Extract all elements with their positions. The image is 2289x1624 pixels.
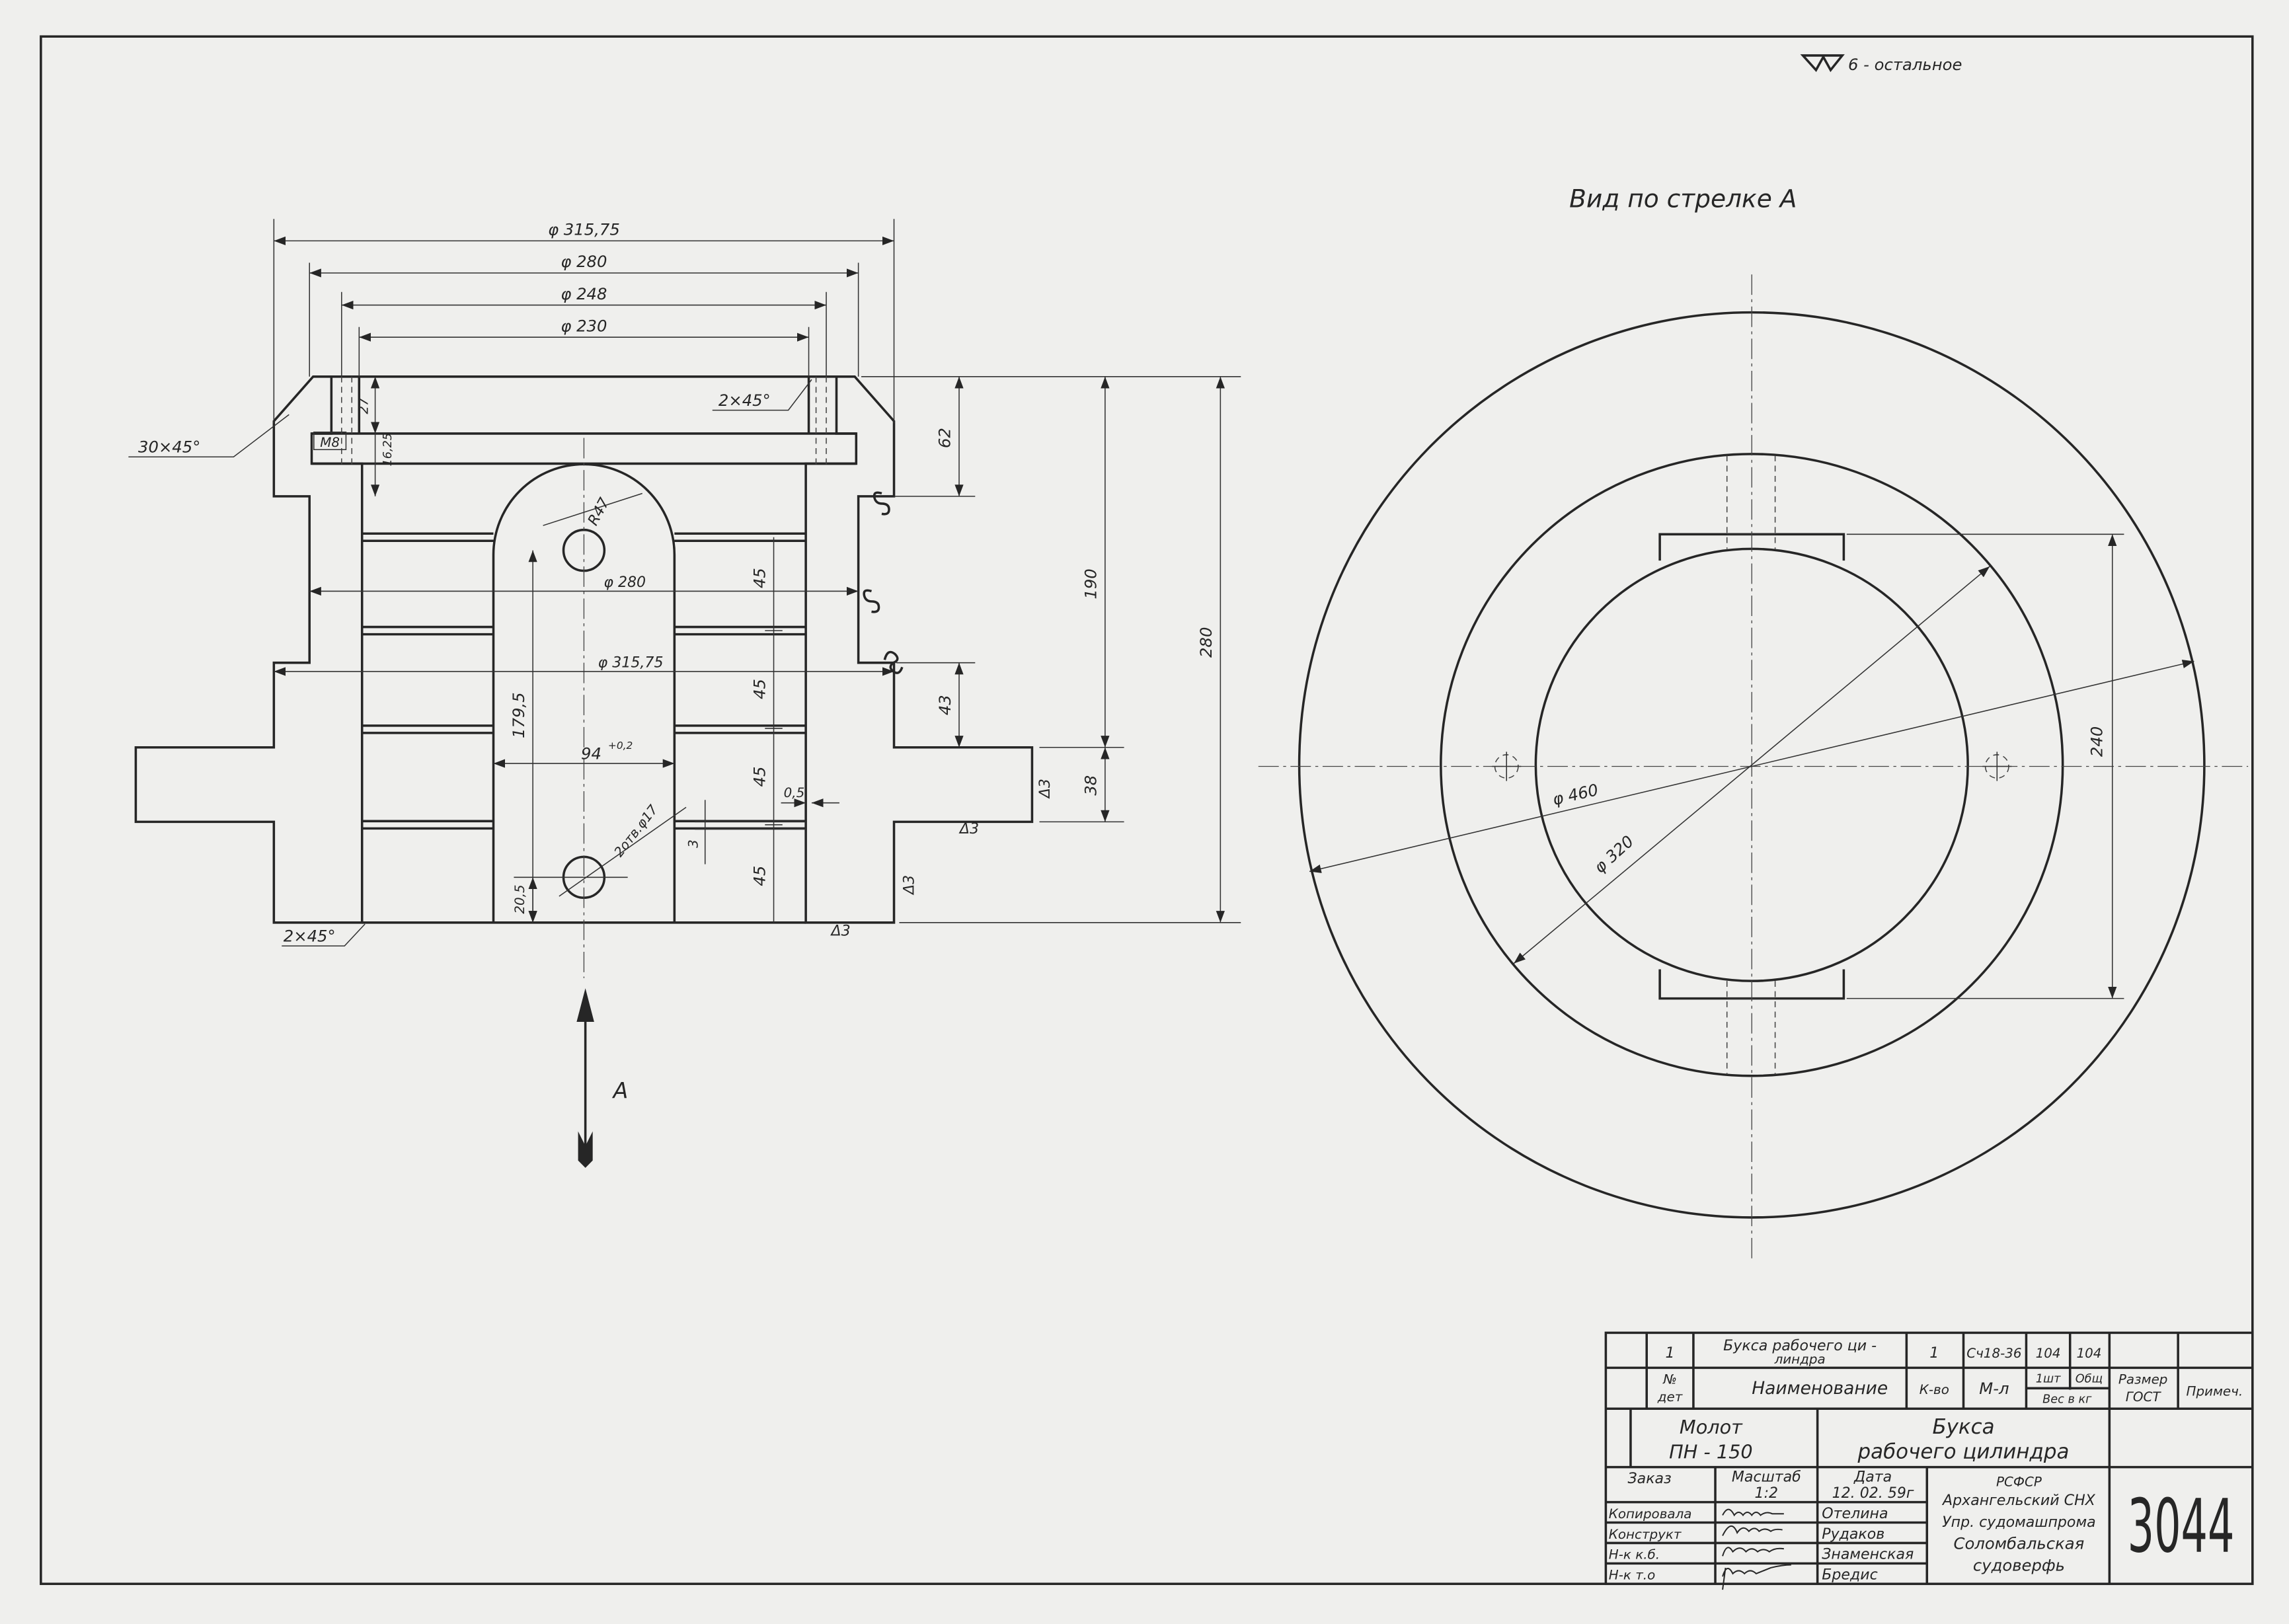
- dim-ring-depth: 0,5: [784, 785, 805, 800]
- scale-label: Масштаб: [1732, 1469, 1801, 1486]
- spec-pos: 1: [1666, 1345, 1675, 1362]
- surface-finish-text: 6 - остальное: [1848, 55, 1962, 74]
- finish-mark-2: Δ3: [958, 821, 979, 837]
- view-title: Вид по стрелке А: [1569, 184, 1797, 213]
- hdr-size-2: ГОСТ: [2126, 1389, 2162, 1405]
- org-5: судоверфь: [1973, 1555, 2065, 1574]
- dim-h-190: 190: [1081, 568, 1101, 599]
- hdr-weight: Вес в кг: [2042, 1393, 2092, 1406]
- ring-groove: [362, 625, 494, 636]
- dim-h-43: 43: [935, 695, 954, 715]
- dim-groove: 16,25: [381, 433, 395, 467]
- view-a: Вид по стрелке А: [1258, 184, 2249, 1258]
- spec-weight-one: 104: [2036, 1346, 2061, 1361]
- spec-name: Букса рабочего ци -: [1723, 1338, 1877, 1354]
- spec-weight-total: 104: [2076, 1346, 2101, 1361]
- dim-thread: M8: [320, 435, 340, 450]
- surface-roughness-double-triangle-icon: [1800, 54, 1845, 73]
- spec-name-2: линдра: [1774, 1352, 1826, 1367]
- surface-mark-icons: [863, 491, 904, 674]
- title-block-text: 1 Букса рабочего ци -линдра 1 Сч18-36 104 104…: [1609, 1338, 2243, 1584]
- order-label: Заказ: [1628, 1471, 1672, 1487]
- ring-groove: [362, 820, 494, 830]
- dim-pitch-1: 45: [750, 568, 769, 588]
- dim-dia-315-mid: φ 315,75: [598, 654, 664, 671]
- machine-2: ПН - 150: [1669, 1440, 1753, 1463]
- finish-mark-3: Δ3: [902, 875, 918, 896]
- dim-chamfer-bottom: 2×45°: [284, 927, 336, 946]
- part-name: Букса: [1932, 1415, 1994, 1439]
- hdr-size: Размер: [2118, 1372, 2168, 1387]
- arrow-label: А: [612, 1077, 629, 1103]
- ring-groove: [362, 724, 494, 734]
- surface-finish-note: 6 - остальное: [1800, 54, 1962, 74]
- org-4: Соломбальская: [1954, 1533, 2085, 1553]
- role-label: Конструкт: [1609, 1527, 1682, 1542]
- ring-grooves: [362, 532, 806, 830]
- dim-pitch-2: 45: [750, 679, 769, 699]
- hdr-det-no-2: дет: [1657, 1389, 1684, 1405]
- hdr-det-no: №: [1662, 1372, 1677, 1387]
- scale-value: 1:2: [1755, 1485, 1779, 1502]
- role-name: Рудаков: [1822, 1526, 1884, 1543]
- org-1: РСФСР: [1996, 1474, 2042, 1489]
- role-name: Бредис: [1822, 1567, 1878, 1584]
- drawing-frame: [40, 35, 2254, 1586]
- dim-dia-315-top: φ 315,75: [548, 220, 620, 239]
- hdr-note: Примеч.: [2187, 1383, 2243, 1399]
- hdr-material: М-л: [1979, 1379, 2009, 1398]
- org-2: Архангельский СНХ: [1941, 1492, 2096, 1509]
- dim-h-280: 280: [1196, 627, 1216, 658]
- dim-h-62: 62: [935, 428, 954, 448]
- ring-groove: [674, 532, 806, 543]
- role-label: Н-к к.б.: [1609, 1547, 1660, 1563]
- spec-qty: 1: [1929, 1345, 1939, 1362]
- dim-ring-width: 3: [686, 839, 701, 848]
- hdr-weight-total: Общ: [2076, 1372, 2103, 1385]
- signatures: [1722, 1508, 1791, 1590]
- dim-chamfer-top-outer: 30×45°: [138, 438, 200, 457]
- ring-groove: [674, 820, 806, 830]
- hdr-weight-one: 1шт: [2036, 1372, 2061, 1385]
- dim-chamfer-top-inner: 2×45°: [718, 391, 771, 410]
- dim-dia-280-top: φ 280: [561, 252, 607, 271]
- dim-dia-280-mid: φ 280: [603, 574, 646, 591]
- dim-h-240: 240: [2087, 726, 2106, 757]
- ring-groove: [674, 625, 806, 636]
- role-label: Копировала: [1609, 1506, 1692, 1522]
- date-label: Дата: [1853, 1469, 1892, 1486]
- dim-slot-width: 94: [581, 744, 601, 763]
- dim-pitch-3: 45: [750, 766, 769, 787]
- section-view: [128, 219, 1241, 978]
- view-arrow-a: А: [576, 988, 628, 1168]
- dim-depth-27: 27: [356, 397, 371, 414]
- spec-material: Сч18-36: [1966, 1346, 2021, 1361]
- org-3: Упр. судомашпрома: [1942, 1514, 2095, 1531]
- role-name: Отелина: [1822, 1506, 1888, 1522]
- dimension-lines: [128, 219, 1241, 947]
- role-name: Знаменская: [1822, 1547, 1914, 1563]
- dim-pitch-4: 45: [750, 866, 769, 886]
- dim-h-179: 179,5: [509, 692, 528, 738]
- machine: Молот: [1680, 1416, 1743, 1438]
- role-label: Н-к т.о: [1609, 1568, 1655, 1583]
- drawing-number: 3044: [2128, 1485, 2235, 1570]
- dim-dia-248: φ 248: [561, 284, 607, 303]
- arrow-up-icon: [576, 988, 594, 1022]
- ring-groove: [674, 724, 806, 734]
- dim-dia-230: φ 230: [561, 316, 607, 335]
- date-value: 12. 02. 59г: [1832, 1485, 1914, 1502]
- hdr-qty: К-во: [1920, 1382, 1949, 1397]
- finish-mark-4: Δ3: [830, 923, 851, 940]
- dim-slot-tolerance: +0,2: [608, 740, 633, 752]
- dim-h-20: 20,5: [512, 884, 527, 913]
- ring-groove: [362, 532, 494, 543]
- title-block: [1604, 1331, 2254, 1590]
- finish-mark-1: Δ3: [1037, 779, 1054, 799]
- part-name-2: рабочего цилиндра: [1857, 1440, 2070, 1463]
- dim-h-38: 38: [1081, 775, 1101, 796]
- hdr-name: Наименование: [1752, 1378, 1888, 1399]
